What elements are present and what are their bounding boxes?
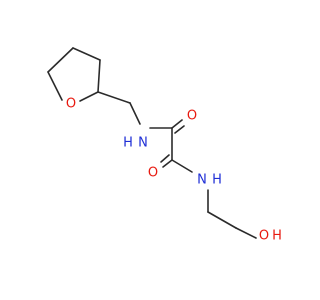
bond-ch2-n-top	[129, 102, 141, 125]
amide-nitrogen-bottom-label: N	[197, 173, 207, 188]
bond-c-n-bottom	[171, 159, 193, 173]
amide-nitrogen-top-label: N	[138, 136, 148, 151]
atom-labels: O H N O O N H O H	[66, 97, 282, 244]
bond-ring-c4-o	[79, 91, 99, 102]
carbonyl-oxygen-bottom-label: O	[148, 166, 158, 181]
amide-hydrogen-top-label: H	[123, 136, 133, 151]
bond-c4-ch2	[97, 91, 131, 104]
hydroxyl-hydrogen-label: H	[272, 229, 282, 244]
bond-ring-c1-c2	[47, 47, 74, 73]
bond-ring-c2-c3	[72, 47, 101, 61]
hydroxyl-oxygen-label: O	[259, 229, 269, 244]
ring-oxygen-label: O	[66, 97, 76, 112]
bond-c-o-bottom-a	[162, 159, 173, 168]
bond-ch2-ch2	[207, 211, 237, 229]
bond-ch2-oh	[235, 227, 257, 239]
bond-ring-c3-c4	[97, 59, 101, 93]
bond-c-o-bottom-b	[160, 154, 170, 163]
bond-c-o-top-a	[171, 119, 183, 129]
bond-ring-o-c1	[47, 71, 63, 101]
amide-hydrogen-bottom-label: H	[212, 173, 222, 188]
carbonyl-oxygen-top-label: O	[187, 109, 197, 124]
bond-c-o-top-b	[174, 125, 185, 134]
molecule-structure-diagram: O H N O O N H O H	[47, 47, 282, 244]
bonds	[47, 47, 257, 239]
